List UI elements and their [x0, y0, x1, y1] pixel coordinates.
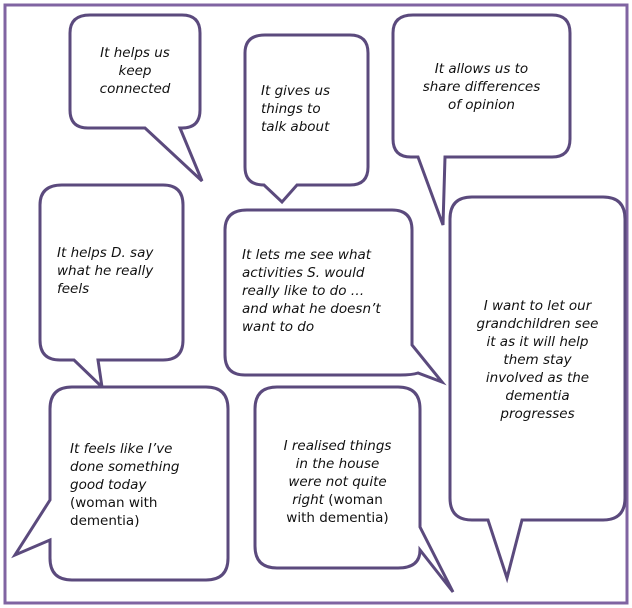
- attribution-fragment: (woman: [323, 492, 383, 508]
- bubble-6-text: I want to let our grandchildren see it a…: [450, 297, 625, 423]
- text-line: dementia: [505, 388, 570, 404]
- text-line: what he really: [57, 263, 154, 279]
- text-line: It helps us: [100, 45, 170, 61]
- text-line: things to: [261, 101, 321, 117]
- attribution-line: dementia): [70, 513, 140, 529]
- bubble-3-text: It allows us to share differences of opi…: [393, 60, 570, 114]
- speech-bubble-6: [448, 195, 627, 584]
- speech-bubble-1: [68, 13, 204, 183]
- text-line: activities S. would: [242, 265, 365, 281]
- text-line: done something: [70, 459, 180, 475]
- bubble-5-text: It lets me see what activities S. would …: [242, 246, 381, 336]
- text-line: connected: [99, 81, 171, 97]
- speech-bubble-8: [253, 385, 455, 593]
- text-line: grandchildren see: [476, 316, 599, 332]
- text-line: really like to do …: [242, 283, 365, 299]
- text-fragment: right: [292, 492, 324, 508]
- text-line-mixed: right (woman: [255, 491, 420, 509]
- speech-bubble-5: [223, 208, 447, 386]
- text-line: It helps D. say: [57, 245, 154, 261]
- text-line: and what he doesn’t: [242, 301, 381, 317]
- text-line: it as it will help: [486, 334, 589, 350]
- bubble-7-text: It feels like I’ve done something good t…: [70, 440, 179, 530]
- speech-bubble-4: [38, 183, 185, 392]
- text-line: It feels like I’ve: [70, 441, 173, 457]
- outer-frame: [3, 3, 629, 605]
- attribution-line: (woman with: [70, 495, 158, 511]
- text-line: keep: [118, 63, 152, 79]
- text-line: in the house: [295, 456, 380, 472]
- bubble-2-text: It gives us things to talk about: [261, 82, 330, 136]
- text-line: of opinion: [447, 97, 515, 113]
- speech-bubble-3: [391, 13, 572, 226]
- text-line: were not quite: [288, 474, 387, 490]
- text-line: involved as the: [485, 370, 590, 386]
- attribution-line: with dementia): [286, 510, 389, 526]
- text-line: It gives us: [261, 83, 331, 99]
- bubble-1-text: It helps us keep connected: [70, 44, 200, 98]
- text-line: good today: [70, 477, 147, 493]
- speech-bubble-7: [11, 385, 230, 582]
- text-line: want to do: [242, 319, 315, 335]
- bubble-8-text: I realised things in the house were not …: [255, 437, 420, 527]
- text-line: I want to let our: [483, 298, 592, 314]
- speech-bubble-2: [243, 33, 370, 205]
- bubble-4-text: It helps D. say what he really feels: [57, 244, 153, 298]
- text-line: I realised things: [283, 438, 392, 454]
- text-line: progresses: [500, 406, 575, 422]
- text-line: them stay: [503, 352, 572, 368]
- text-line: feels: [57, 281, 90, 297]
- text-line: share differences: [422, 79, 541, 95]
- text-line: It lets me see what: [242, 247, 372, 263]
- text-line: talk about: [261, 119, 330, 135]
- text-line: It allows us to: [434, 61, 529, 77]
